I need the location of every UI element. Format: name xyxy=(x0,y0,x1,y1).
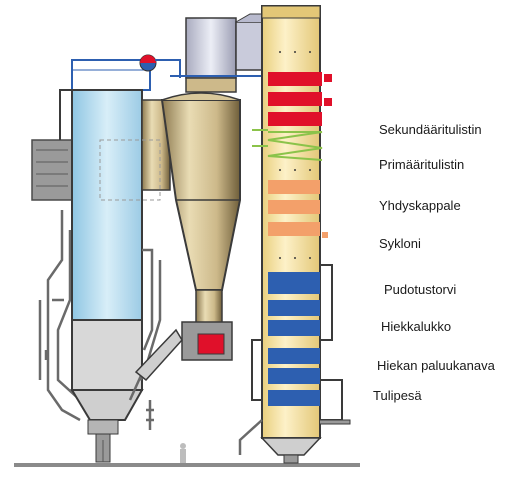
economizer-band xyxy=(268,180,320,194)
ground-line xyxy=(14,463,360,467)
label-loop-seal: Hiekkalukko xyxy=(381,319,452,334)
steam-drum xyxy=(71,54,181,91)
cyclone xyxy=(160,77,241,331)
label-superheater-secondary: Sekundääritulistin xyxy=(379,122,482,137)
label-furnace: Tulipesä xyxy=(373,388,422,403)
label-superheater-primary: Primääritulistin xyxy=(379,157,465,172)
superheater-primary-coil xyxy=(252,129,323,161)
label-downcomer: Pudotustorvi xyxy=(384,282,457,297)
superheater-secondary-band xyxy=(268,72,322,86)
label-sand-return: Hiekan paluukanava xyxy=(377,358,495,373)
backpass-tower xyxy=(238,5,351,464)
fuel-feeder xyxy=(31,139,73,201)
gas-passage xyxy=(99,99,171,201)
label-cyclone: Sykloni xyxy=(379,236,421,251)
furnace-body xyxy=(59,89,144,463)
flue-duct xyxy=(170,13,267,90)
left-piping xyxy=(38,210,81,422)
person-silhouette xyxy=(180,443,186,463)
loop-seal xyxy=(134,321,233,382)
label-header: Yhdyskappale xyxy=(379,198,461,213)
air-heater-band xyxy=(268,272,320,294)
